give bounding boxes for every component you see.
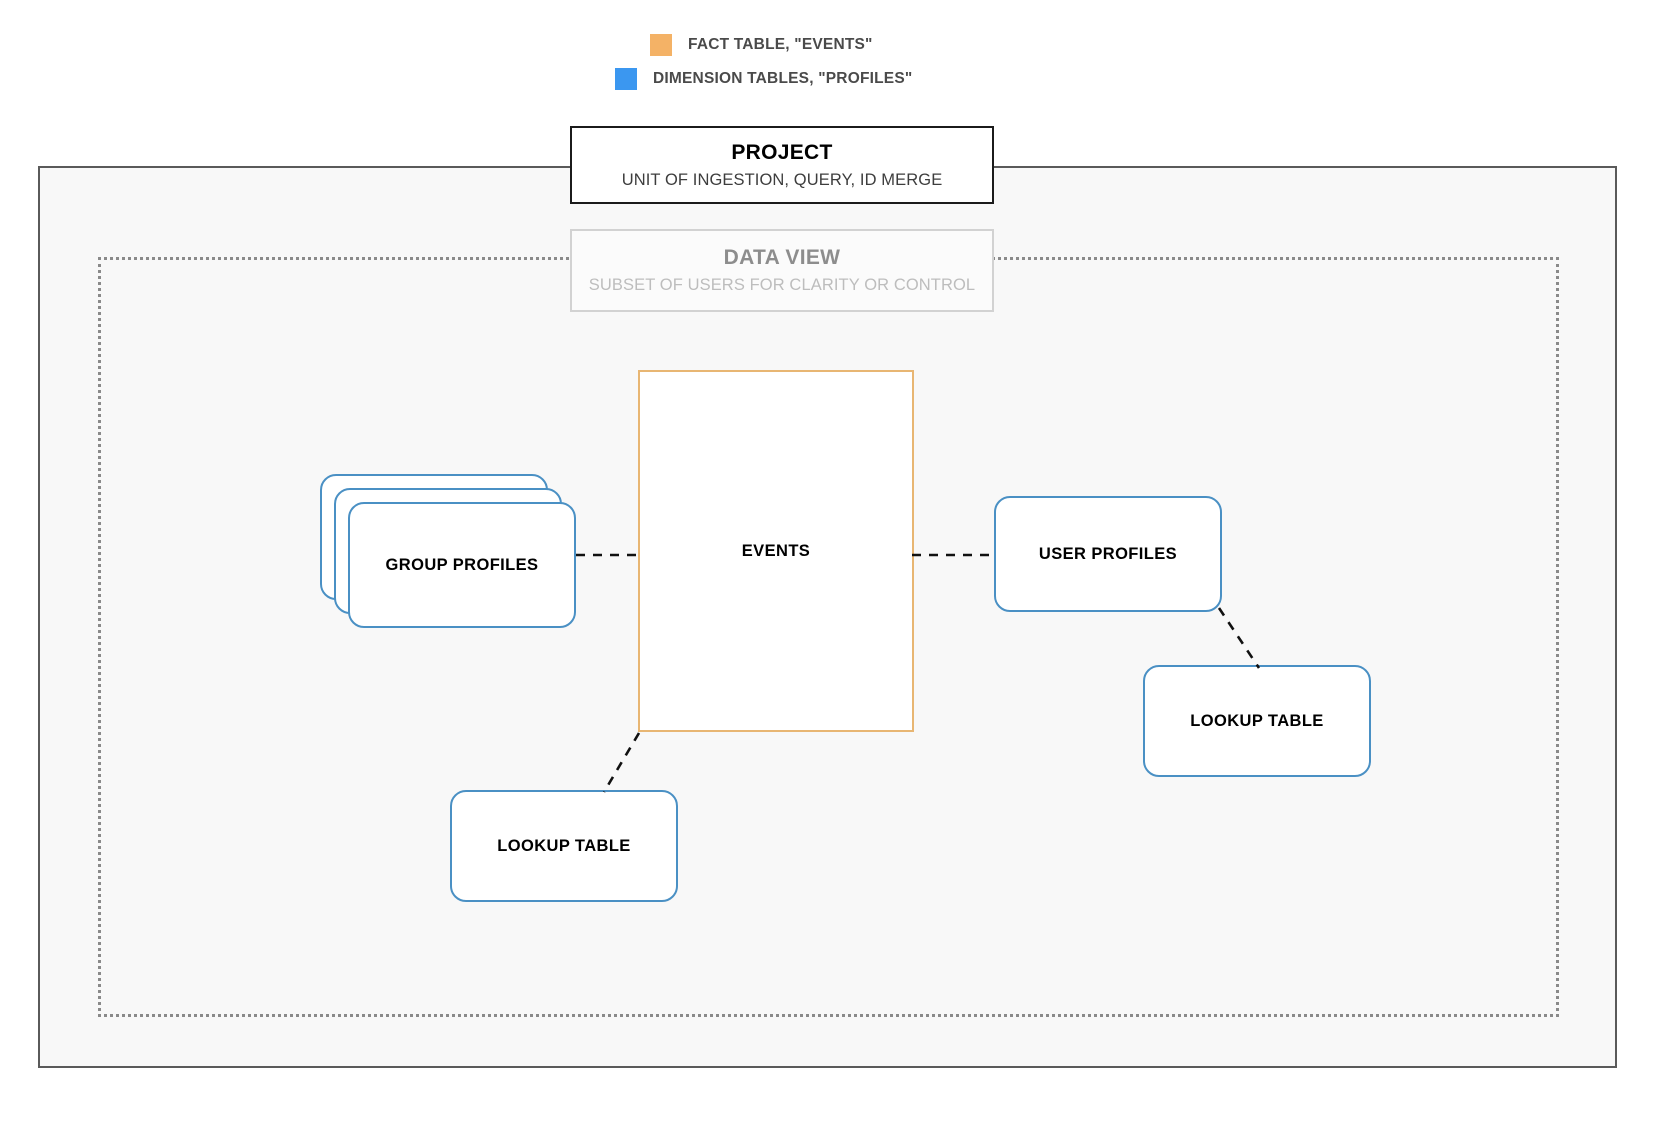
project-title: PROJECT: [731, 140, 833, 164]
fact-table-events[interactable]: EVENTS: [638, 370, 914, 732]
orange-square-swatch: [650, 34, 672, 56]
dimension-table-user-profiles[interactable]: USER PROFILES: [994, 496, 1222, 612]
fact-table-label: EVENTS: [741, 541, 811, 560]
group-profiles-label: GROUP PROFILES: [385, 555, 539, 574]
data-view-title-box: DATA VIEW SUBSET OF USERS FOR CLARITY OR…: [570, 229, 994, 312]
data-view-title: DATA VIEW: [723, 246, 841, 269]
legend-item-label: DIMENSION TABLES, "PROFILES": [653, 70, 913, 87]
project-title-box: PROJECT UNIT OF INGESTION, QUERY, ID MER…: [570, 126, 994, 204]
legend-item-label: FACT TABLE, "EVENTS": [688, 36, 873, 53]
project-subtitle: UNIT OF INGESTION, QUERY, ID MERGE: [621, 171, 943, 190]
legend-item-dimension-tables: DIMENSION TABLES, "PROFILES": [0, 62, 1664, 96]
legend: FACT TABLE, "EVENTS" DIMENSION TABLES, "…: [0, 28, 1664, 96]
data-view-subtitle: SUBSET OF USERS FOR CLARITY OR CONTROL: [588, 276, 976, 294]
blue-square-swatch: [615, 68, 637, 90]
dimension-table-lookup-left[interactable]: LOOKUP TABLE: [450, 790, 678, 902]
lookup-table-right-label: LOOKUP TABLE: [1190, 711, 1324, 730]
user-profiles-label: USER PROFILES: [1038, 544, 1178, 563]
lookup-table-left-label: LOOKUP TABLE: [497, 836, 631, 855]
dimension-table-group-profiles[interactable]: GROUP PROFILES: [348, 502, 576, 628]
dimension-table-lookup-right[interactable]: LOOKUP TABLE: [1143, 665, 1371, 777]
legend-item-fact-table: FACT TABLE, "EVENTS": [0, 28, 1664, 62]
